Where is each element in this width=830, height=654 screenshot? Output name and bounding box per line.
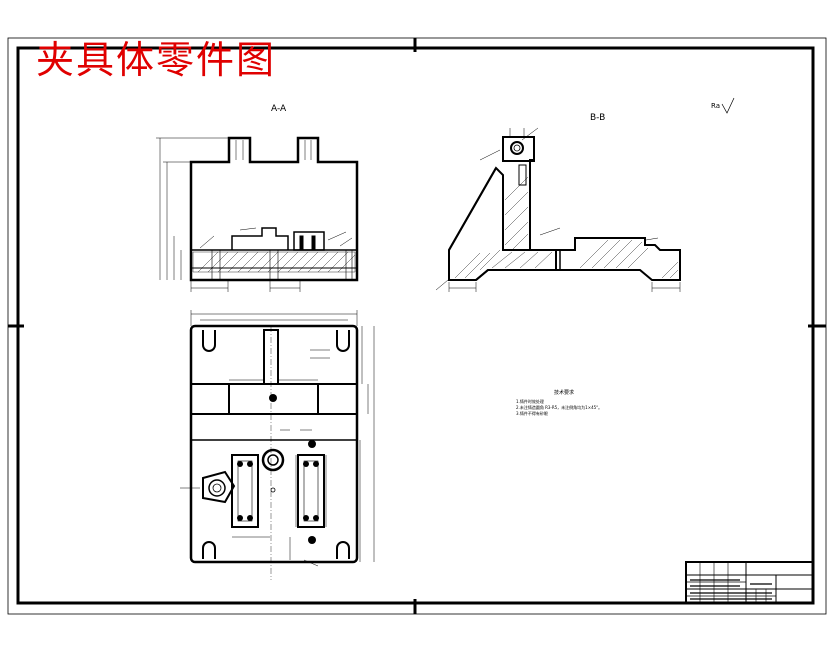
section-a-label: A-A bbox=[271, 104, 287, 114]
note-line: 2.未注铸造圆角 R3-R5，未注倒角均为1×45°。 bbox=[516, 405, 603, 410]
centering-marks bbox=[8, 38, 826, 614]
roughness-label: Ra bbox=[711, 102, 720, 110]
note-line: 1.铸件时效处理 bbox=[516, 399, 544, 404]
view-plan bbox=[180, 310, 375, 580]
view-a-a bbox=[156, 136, 359, 292]
outer-border bbox=[7, 37, 827, 615]
note-line: 3.铸件不得有砂眼 bbox=[516, 411, 548, 416]
view-b-b bbox=[435, 97, 735, 292]
inner-border bbox=[16, 46, 815, 605]
title-block bbox=[685, 561, 814, 604]
section-b-label: B-B bbox=[590, 113, 606, 123]
notes-heading: 技术要求 bbox=[554, 390, 575, 396]
drawing-title: 夹具体零件图 bbox=[36, 38, 277, 82]
